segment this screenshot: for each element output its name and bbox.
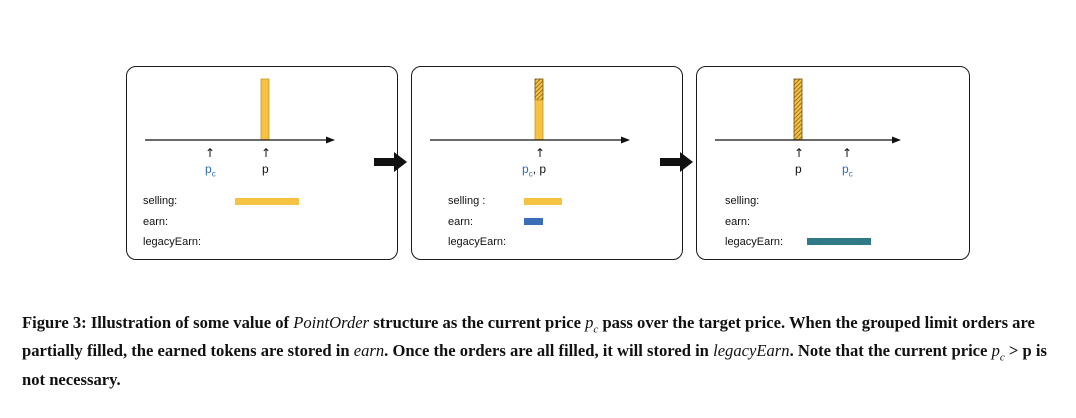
earn-label: earn: xyxy=(143,216,169,228)
legacy-earn-bar xyxy=(807,238,871,245)
price-bar-remaining xyxy=(534,99,544,141)
legacy-earn-label: legacyEarn: xyxy=(448,236,507,248)
selling-bar xyxy=(524,198,562,205)
up-arrow-icon: ↑ xyxy=(535,146,546,160)
price-bar-sold xyxy=(534,78,544,101)
earn-label: earn: xyxy=(725,216,751,228)
figure-caption: Figure 3: Illustration of some value of … xyxy=(22,313,1047,389)
up-arrow-icon: ↑ xyxy=(842,146,853,160)
marker-pc: pc xyxy=(842,162,853,179)
axis-arrowhead xyxy=(892,136,901,144)
axis-arrowhead xyxy=(621,136,630,144)
marker-pc: pc xyxy=(205,162,216,179)
selling-label: selling: xyxy=(725,195,760,207)
caption-label: Figure 3: xyxy=(22,313,87,332)
transition-arrow-icon xyxy=(374,152,407,172)
selling-label: selling : xyxy=(448,195,486,207)
legacy-earn-label: legacyEarn: xyxy=(725,236,784,248)
marker-p: p xyxy=(795,162,802,176)
up-arrow-icon: ↑ xyxy=(794,146,805,160)
panel-3: ↑ p ↑ pc selling: earn: legacyEarn: xyxy=(696,66,970,260)
axis-arrowhead xyxy=(326,136,335,144)
marker-p: p xyxy=(262,162,269,176)
up-arrow-icon: ↑ xyxy=(205,146,216,160)
panel-2: ↑ pc, p selling : earn: legacyEarn: xyxy=(411,66,683,260)
marker-pc-p: pc, p xyxy=(522,162,547,179)
legacy-earn-label: legacyEarn: xyxy=(143,236,202,248)
earn-bar xyxy=(524,218,543,225)
panel-3-graphics xyxy=(715,78,901,245)
panel-2-graphics xyxy=(430,78,630,225)
panel-1: ↑ pc ↑ p selling: earn: legacyEarn: xyxy=(126,66,398,260)
price-bar xyxy=(260,78,270,141)
transition-arrow-icon xyxy=(660,152,693,172)
price-bar-sold xyxy=(793,78,803,141)
panel-1-graphics xyxy=(145,78,335,205)
earn-label: earn: xyxy=(448,216,474,228)
selling-bar xyxy=(235,198,299,205)
selling-label: selling: xyxy=(143,195,178,207)
up-arrow-icon: ↑ xyxy=(261,146,272,160)
